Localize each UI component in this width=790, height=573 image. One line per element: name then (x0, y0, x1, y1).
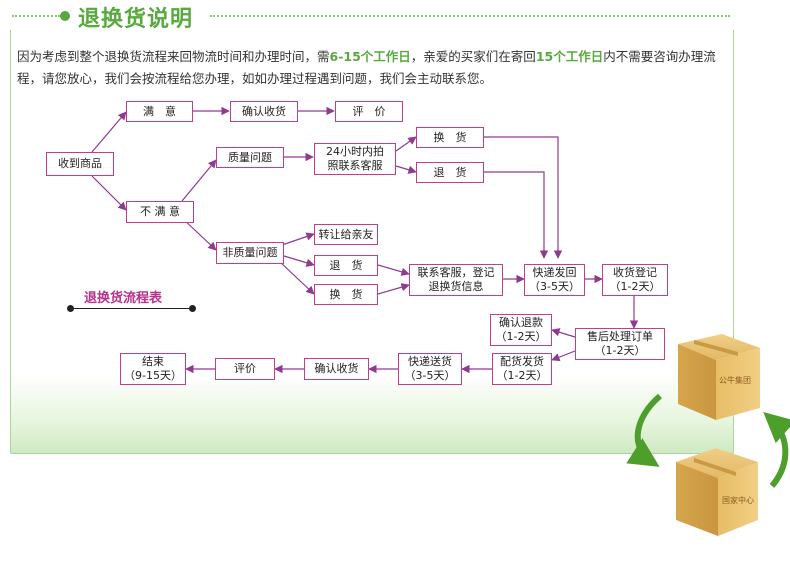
top-box-label: 公牛集团 (719, 375, 751, 385)
arrow-unsatisfied-to-quality (181, 159, 217, 202)
node-exchange-mid: 换 货 (314, 284, 378, 305)
node-unsatisfied: 不 满 意 (126, 201, 194, 223)
node-satisfied: 满 意 (126, 101, 193, 122)
arrow-received-to-unsatisfied (91, 175, 127, 211)
legend-title: 退换货流程表 (84, 291, 163, 306)
arrow-photo-to-exchange (395, 136, 417, 152)
cycle-arrow-right-icon (763, 412, 790, 488)
page-title: 退换货说明 (78, 7, 194, 32)
node-receipt-register: 收货登记 （1-2天） (602, 264, 668, 296)
arrow-nonquality-to-return (283, 255, 315, 267)
legend-dot-left (67, 305, 74, 312)
intro-highlight-days-range: 6-15个工作日 (329, 49, 411, 64)
node-quality-issue: 质量问题 (216, 147, 284, 168)
title-divider-right (210, 15, 730, 17)
arrow-exchange-to-express-return (484, 136, 563, 259)
intro-text-2: ，亲爱的买家们在寄回 (410, 49, 536, 64)
node-transfer-friend: 转让给亲友 (314, 224, 378, 245)
title-divider-left (12, 15, 60, 17)
intro-paragraph: 因为考虑到整个退换货流程来回物流时间和办理时间，需6-15个工作日，亲爱的买家们… (17, 46, 737, 90)
intro-highlight-days: 15个工作日 (535, 49, 604, 64)
node-confirm-receipt-bottom: 确认收货 (304, 358, 369, 380)
node-review-bottom: 评价 (215, 358, 275, 380)
node-return-mid: 退 货 (314, 255, 378, 276)
node-review-top: 评 价 (335, 101, 403, 122)
arrow-nonquality-to-exchange (279, 261, 315, 295)
legend-underline (70, 308, 192, 309)
arrow-received-to-satisfied (91, 111, 127, 153)
arrow-return-to-express-return (484, 171, 549, 259)
title-bullet-icon (60, 11, 70, 21)
arrow-aftersales-to-ship (551, 350, 576, 362)
legend-dot-right (189, 305, 196, 312)
arrow-exchange-to-contact (377, 283, 410, 295)
top-box-icon: 公牛集团 (678, 334, 760, 420)
intro-text-3: 内不需要咨询办理流程，请您放心，我们会按流程给您办理，如如办理过程遇到问题，我们… (17, 49, 716, 86)
node-express-return: 快递发回 （3-5天） (524, 264, 585, 296)
node-return-top: 退 货 (416, 162, 484, 183)
node-contact-service: 联系客服，登记 退换货信息 (409, 264, 503, 296)
cycle-arrow-left-icon (626, 393, 662, 467)
node-non-quality-issue: 非质量问题 (216, 242, 284, 264)
node-confirm-receipt-top: 确认收货 (230, 101, 298, 122)
intro-text-1: 因为考虑到整个退换货流程来回物流时间和办理时间，需 (17, 49, 330, 64)
arrow-photo-to-return (395, 165, 417, 174)
arrow-unsatisfied-to-nonquality (181, 217, 217, 251)
node-photo-24h: 24小时内拍 照联系客服 (314, 143, 396, 175)
arrow-nonquality-to-transfer (281, 232, 315, 246)
node-exchange-top: 换 货 (416, 127, 484, 148)
node-express-deliver: 快递送货 （3-5天） (398, 353, 462, 385)
arrow-return-to-contact (377, 264, 410, 276)
bottom-box-label: 国家中心 (722, 495, 754, 505)
arrow-aftersales-to-refund (551, 328, 576, 338)
node-confirm-refund: 确认退款 （1-2天） (490, 314, 552, 346)
bottom-box-icon: 国家中心 (676, 448, 758, 536)
node-ship-out: 配货发货 （1-2天） (492, 353, 552, 385)
node-received: 收到商品 (46, 152, 114, 176)
node-after-sales: 售后处理订单 （1-2天） (575, 328, 665, 360)
node-end: 结束 （9-15天） (120, 353, 186, 385)
